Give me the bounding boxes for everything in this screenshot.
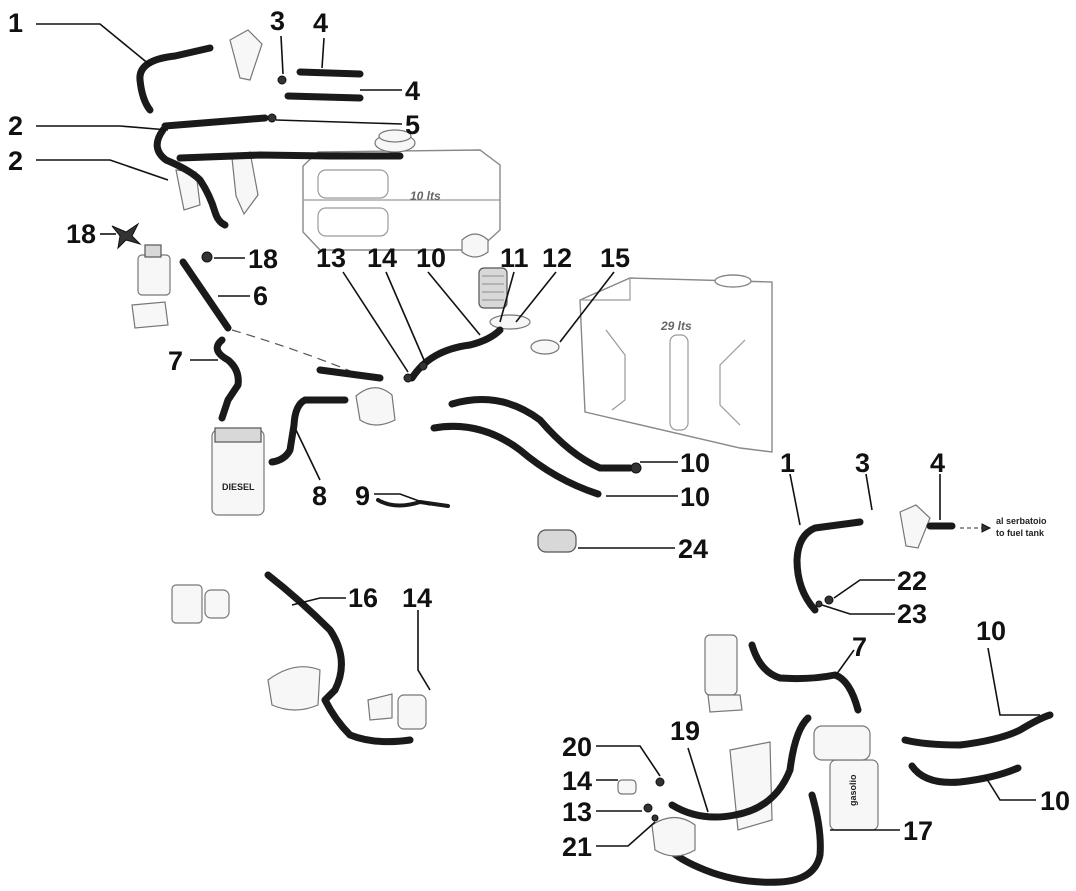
diesel-filter-label: DIESEL — [222, 482, 255, 492]
callout-7: 7 — [168, 346, 183, 376]
callout-14: 14 — [562, 766, 592, 796]
callout-18: 18 — [66, 219, 96, 249]
callout-numbers: 1 2 2 3 4 4 5 18 18 6 13 14 10 11 12 15 … — [8, 6, 1070, 862]
arrow-to-fuel-tank — [960, 523, 992, 533]
tank-29-label: 29 lts — [660, 319, 692, 333]
callout-10: 10 — [416, 243, 446, 273]
nut-13-right — [643, 803, 653, 813]
callout-3: 3 — [270, 6, 285, 36]
callout-20: 20 — [562, 732, 592, 762]
injection-pump-mid — [171, 584, 230, 624]
fitting-10a — [630, 462, 642, 474]
wing-nut-18-left — [111, 222, 142, 250]
gasoil-filter-label: gasolio — [848, 774, 858, 806]
fuel-pipe-6 — [179, 258, 232, 332]
hose-4b — [284, 92, 364, 102]
callout-14: 14 — [402, 583, 432, 613]
callout-23: 23 — [897, 599, 927, 629]
callout-3: 3 — [855, 448, 870, 478]
callout-10: 10 — [680, 482, 710, 512]
washer-23 — [815, 600, 823, 608]
callout-11: 11 — [500, 243, 529, 273]
hose-10-tank-outlet — [408, 326, 504, 382]
callout-6: 6 — [253, 281, 268, 311]
hose-10a — [448, 396, 634, 472]
fuel-tank-29-liters: 29 lts — [579, 274, 773, 453]
callout-24: 24 — [678, 534, 708, 564]
bolt-22 — [824, 595, 834, 605]
return-dashed-line — [231, 329, 361, 376]
lift-pump-center — [355, 387, 396, 426]
lift-pump-mid — [267, 666, 321, 711]
leader-lines — [36, 23, 1040, 847]
hose-10-right-b — [908, 762, 1022, 786]
callout-5: 5 — [405, 110, 420, 140]
callout-2: 2 — [8, 111, 23, 141]
callout-16: 16 — [348, 583, 378, 613]
hose-8 — [268, 396, 349, 466]
callout-9: 9 — [355, 481, 370, 511]
electric-pump-14 — [367, 693, 427, 730]
leakoff-hose-2b — [153, 126, 229, 229]
note-english: to fuel tank — [996, 528, 1045, 538]
fuel-tank-10-liters: 10 lts — [302, 129, 501, 258]
callout-10: 10 — [976, 616, 1006, 646]
fitting-20 — [655, 777, 665, 787]
callout-10: 10 — [1040, 786, 1070, 816]
leakoff-hose-1-right — [793, 518, 864, 614]
callout-7: 7 — [852, 632, 867, 662]
diesel-filter: DIESEL — [211, 427, 265, 516]
hose-17 — [666, 791, 824, 886]
hose-16 — [264, 571, 414, 746]
callout-2: 2 — [8, 146, 23, 176]
injector-top-left — [175, 29, 263, 216]
callout-19: 19 — [670, 716, 700, 746]
clamp-3 — [277, 75, 287, 85]
note-italian: al serbatoio — [996, 516, 1047, 526]
callout-4: 4 — [930, 448, 945, 478]
callout-10: 10 — [680, 448, 710, 478]
callout-21: 21 — [562, 832, 592, 862]
leakoff-hose-2a — [161, 114, 269, 130]
callout-13: 13 — [562, 797, 592, 827]
callout-4: 4 — [313, 8, 328, 38]
nut-13 — [403, 373, 413, 383]
tank-filter-element — [478, 267, 560, 355]
callout-14: 14 — [367, 243, 397, 273]
hose-19 — [668, 714, 812, 821]
hose-10-right-a — [901, 711, 1054, 749]
callout-4: 4 — [405, 76, 420, 106]
clip-9 — [376, 498, 450, 508]
return-hose-tank — [176, 151, 404, 162]
plug-14 — [418, 361, 428, 371]
plug-14-right — [617, 779, 637, 795]
inline-filter-24 — [537, 529, 577, 553]
plug-5 — [267, 113, 277, 123]
hose-7-left — [213, 336, 242, 422]
injection-pump-left — [131, 244, 171, 329]
lift-pump-right — [651, 816, 696, 857]
callout-1: 1 — [8, 8, 23, 38]
callout-18: 18 — [248, 244, 278, 274]
callout-15: 15 — [600, 243, 630, 273]
injector-right — [899, 504, 931, 549]
hose-4a — [296, 68, 364, 78]
tank-10-label: 10 lts — [410, 189, 441, 203]
hose-13-14 — [316, 366, 384, 382]
washer-21 — [651, 814, 659, 822]
gasoil-filter: gasolio — [813, 725, 879, 831]
leakoff-hose-1 — [136, 44, 214, 114]
hose-7-right — [748, 641, 862, 714]
banjo-bolt-18 — [201, 251, 213, 263]
injection-pump-right — [704, 634, 743, 713]
callout-13: 13 — [316, 243, 346, 273]
callout-8: 8 — [312, 481, 327, 511]
callout-1: 1 — [780, 448, 795, 478]
callout-17: 17 — [903, 816, 933, 846]
hose-10b — [430, 422, 602, 498]
callout-22: 22 — [897, 566, 927, 596]
callout-12: 12 — [542, 243, 572, 273]
